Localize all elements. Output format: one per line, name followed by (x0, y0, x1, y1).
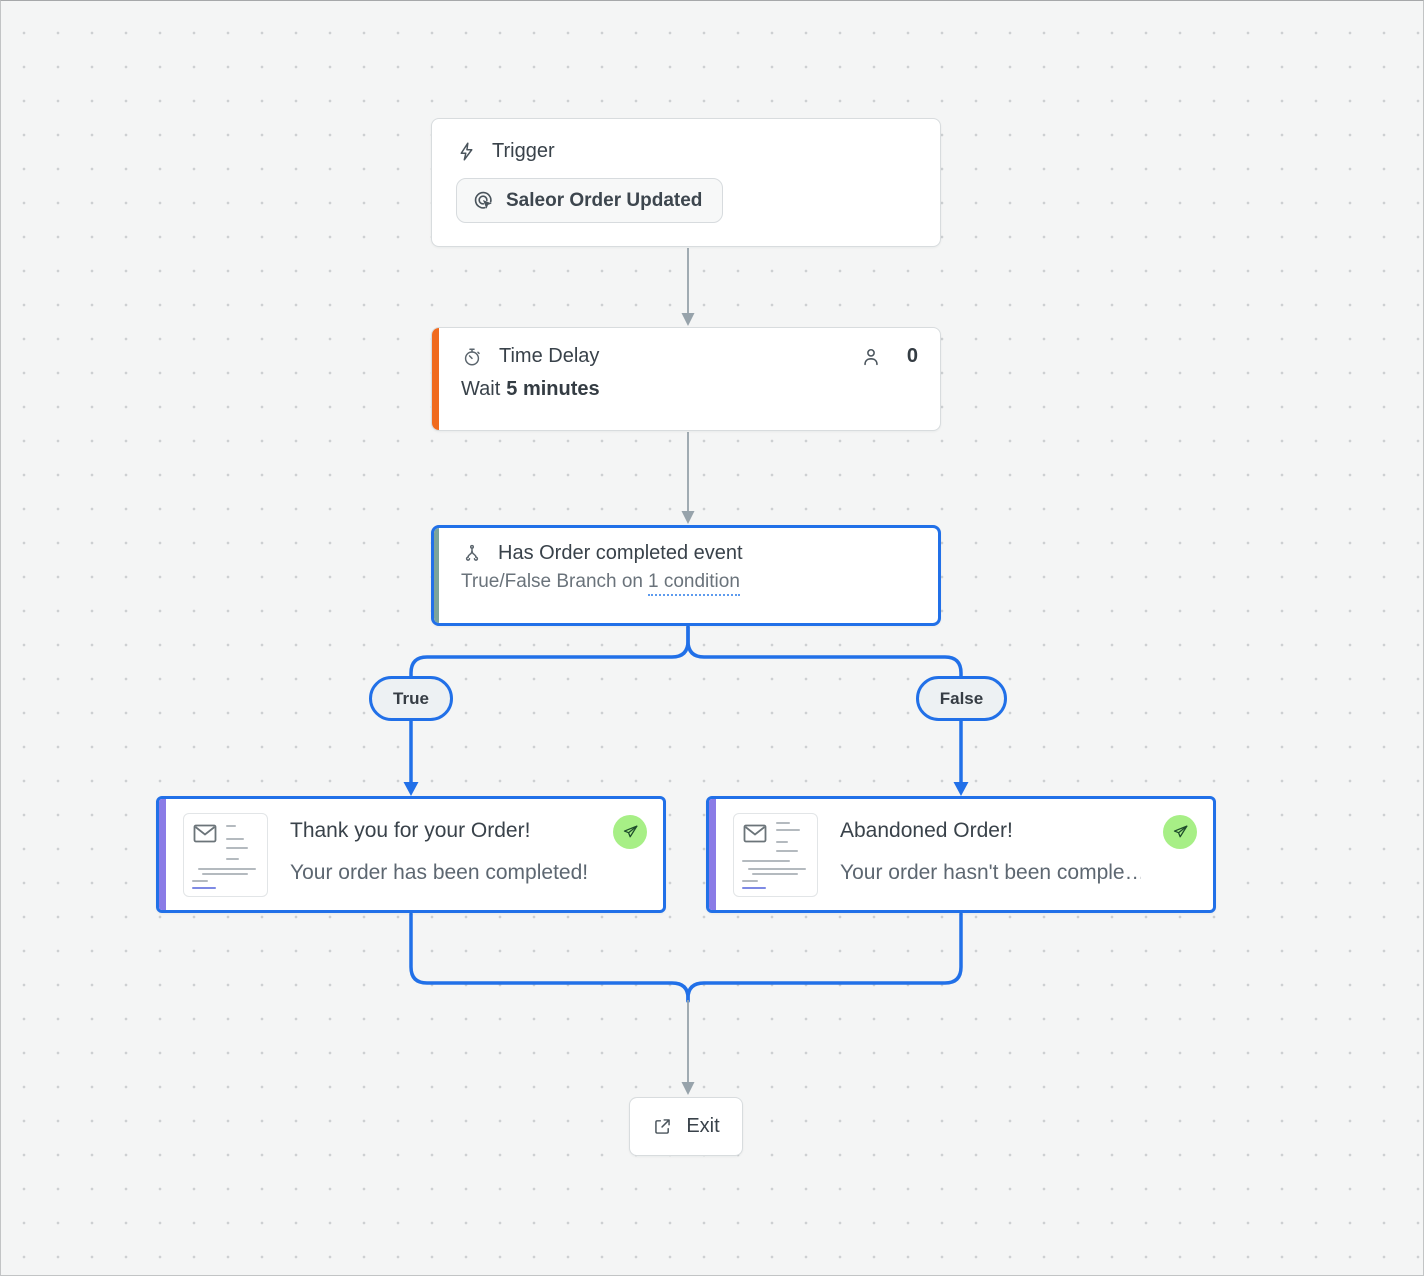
thumb-line (202, 873, 248, 875)
thumb-link-line (742, 887, 766, 889)
trigger-node[interactable]: Trigger Saleor Order Updated (431, 118, 941, 247)
exit-node[interactable]: Exit (629, 1097, 743, 1156)
contact-count: 0 (906, 345, 918, 367)
email-preview-thumbnail (733, 813, 818, 897)
email-true-accent-bar (159, 799, 166, 910)
thumb-line (226, 847, 248, 849)
envelope-icon (193, 824, 217, 848)
arrowhead-false-email (953, 782, 969, 796)
envelope-icon (743, 824, 767, 848)
condition-count-link[interactable]: 1 condition (648, 571, 740, 596)
email-node-false[interactable]: Abandoned Order! Your order hasn't been … (706, 796, 1216, 913)
thumb-line (752, 873, 798, 875)
edge-merge-true (409, 912, 690, 1003)
condition-accent-bar (434, 528, 439, 623)
email-false-title: Abandoned Order! (840, 819, 1013, 842)
edge-split-true (409, 625, 690, 681)
thumb-line (226, 838, 244, 840)
condition-node[interactable]: Has Order completed event True/False Bra… (431, 525, 941, 626)
email-false-accent-bar (709, 799, 716, 910)
thumb-line (742, 860, 790, 862)
false-pill-text: False (939, 688, 984, 708)
arrowhead-trigger-delay (681, 313, 695, 326)
delay-title: Time Delay (499, 345, 600, 367)
thumb-line (742, 880, 758, 882)
branch-label-true: True (369, 676, 453, 721)
wait-prefix: Wait (461, 378, 501, 400)
arrowhead-true-email (403, 782, 419, 796)
thumb-line (776, 829, 800, 831)
delay-accent-bar (432, 328, 439, 430)
thumb-line (226, 858, 239, 860)
exit-label: Exit (686, 1115, 720, 1137)
paper-plane-icon (1173, 824, 1188, 837)
time-delay-node[interactable]: Time Delay 0 Wait 5 minutes (431, 327, 941, 431)
condition-subtitle: True/False Branch on 1 condition (461, 571, 918, 596)
thumb-link-line (192, 887, 216, 889)
true-pill-text: True (393, 688, 429, 708)
email-node-true[interactable]: Thank you for your Order! Your order has… (156, 796, 666, 913)
branch-icon (461, 543, 483, 565)
thumb-line (192, 880, 208, 882)
arrowhead-delay-condition (681, 511, 695, 524)
edge-merge-false (686, 912, 963, 1003)
trigger-title: Trigger (492, 140, 555, 162)
branch-label-false: False (916, 676, 1007, 721)
email-preview-thumbnail (183, 813, 268, 897)
delay-description: Wait 5 minutes (461, 378, 918, 401)
thumb-line (748, 868, 806, 870)
trigger-event-label: Saleor Order Updated (506, 189, 703, 211)
trigger-event-button[interactable]: Saleor Order Updated (456, 178, 724, 223)
thumb-line (226, 825, 236, 827)
email-false-subtitle: Your order hasn't been comple… (840, 861, 1141, 884)
thumb-line (776, 822, 790, 824)
external-link-icon (652, 1116, 673, 1137)
arrowhead-merge-exit (681, 1082, 695, 1095)
wait-value: 5 minutes (506, 378, 600, 400)
click-target-icon (472, 189, 495, 212)
email-true-title: Thank you for your Order! (290, 819, 531, 842)
thumb-line (776, 850, 798, 852)
send-status-badge (613, 815, 647, 849)
thumb-line (776, 841, 788, 843)
condition-title: Has Order completed event (498, 542, 743, 564)
email-true-subtitle: Your order has been completed! (290, 861, 589, 884)
paper-plane-icon (623, 824, 638, 837)
thumb-line (198, 868, 256, 870)
send-status-badge (1163, 815, 1197, 849)
person-icon (860, 346, 882, 368)
lightning-icon (456, 141, 477, 162)
edge-split-false (686, 625, 963, 681)
stopwatch-icon (461, 346, 483, 368)
condition-subtitle-prefix: True/False Branch on (461, 571, 643, 592)
